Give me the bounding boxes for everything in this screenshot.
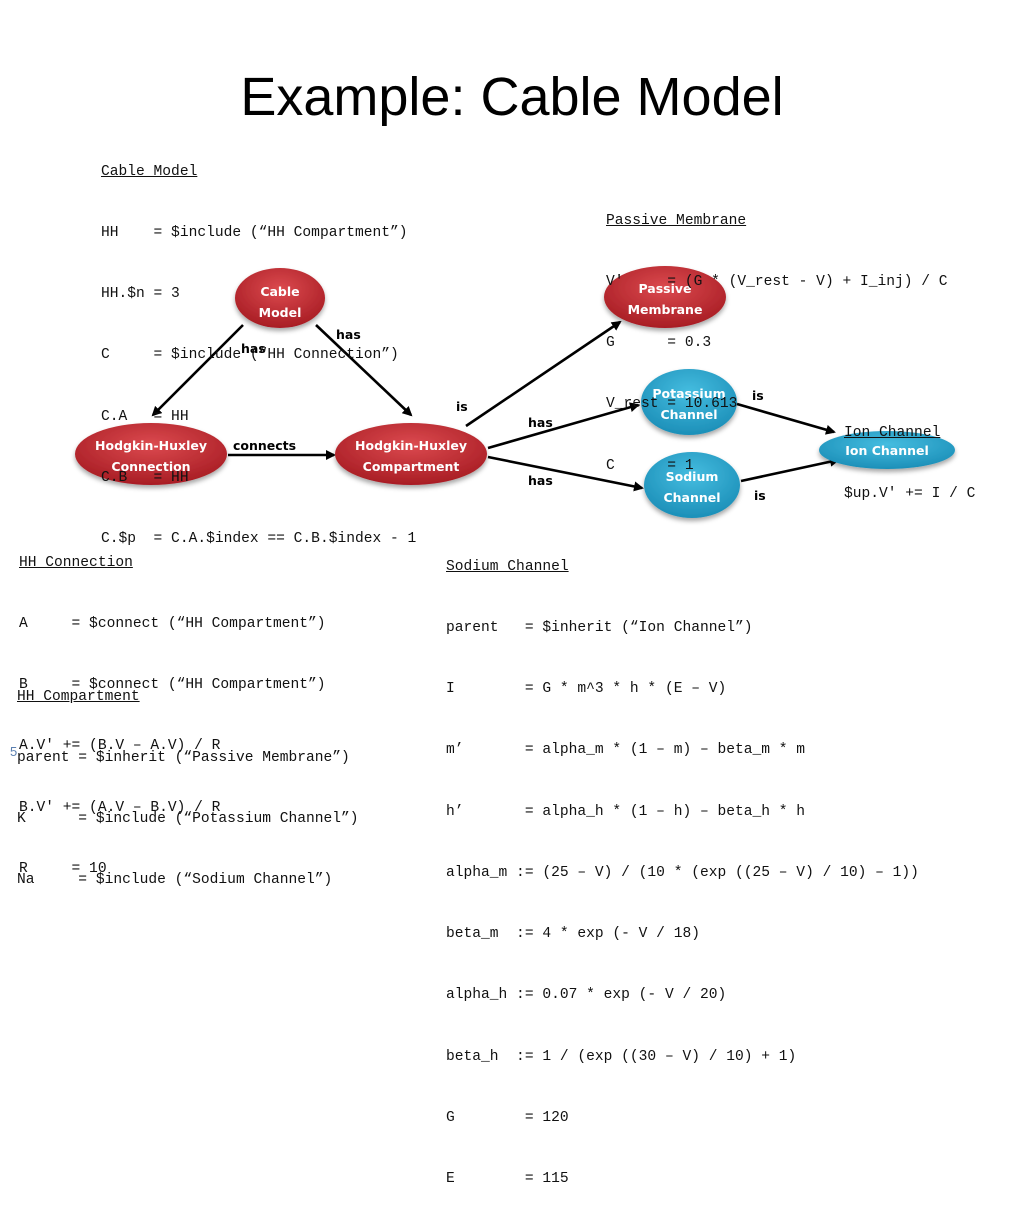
node-hh-compartment[interactable]: Hodgkin-Huxley Compartment: [335, 423, 487, 485]
node-ion-channel[interactable]: Ion Channel: [819, 431, 955, 469]
cable-model-diagram: has has connects is has has is is Cable …: [75, 266, 955, 518]
code-line: C.B = HH: [101, 469, 189, 486]
node-ion-channel-label: Ion Channel: [845, 443, 929, 458]
code-line: h’ = alpha_h * (1 – h) – beta_h * h: [446, 803, 806, 820]
code-line: parent = $inherit (“Ion Channel”): [446, 620, 753, 637]
node-hh-connection-line1: Hodgkin-Huxley: [95, 438, 207, 453]
edge-compartment-to-potassium: [487, 402, 640, 450]
node-potassium-channel-line2: Channel: [660, 407, 717, 422]
code-line: G = 120: [446, 1109, 569, 1126]
code-line: E = 115: [446, 1171, 569, 1187]
code-line: I = G * m^3 * h * (E – V): [446, 681, 727, 698]
code-header-passive-membrane: Passive Membrane: [606, 212, 747, 229]
code-line: C = 1: [606, 457, 694, 474]
code-header-hh-connection: HH Connection: [19, 554, 133, 571]
code-line: $up.V' += I / C: [844, 486, 976, 503]
code-block-passive-membrane: Passive Membrane V' = (G * (V_rest - V) …: [606, 170, 948, 497]
code-line: alpha_m := (25 – V) / (10 * (exp ((25 – …: [446, 864, 919, 881]
nodes: Cable Model Hodgkin-Huxley Connection Ho…: [75, 266, 955, 518]
node-passive-membrane-line1: Passive: [638, 281, 691, 296]
edges: [151, 320, 840, 492]
code-line: parent = $inherit (“Passive Membrane”): [17, 750, 350, 767]
edge-cable-to-compartment: [315, 324, 413, 417]
node-sodium-channel-line1: Sodium: [666, 469, 719, 484]
code-block-ion-channel: Ion Channel $up.V' += I / C: [844, 382, 975, 525]
page-number: 5: [10, 744, 18, 759]
code-line: C.$p = C.A.$index == C.B.$index - 1: [101, 531, 417, 548]
node-cable-model-line1: Cable: [260, 284, 299, 299]
edge-label-cable-to-compartment: has: [336, 327, 361, 342]
edge-label-compartment-to-potassium: has: [528, 415, 553, 430]
code-line: C.A = HH: [101, 408, 189, 425]
code-header-hh-compartment: HH Compartment: [17, 688, 140, 705]
code-line: A.V' += (B.V – A.V) / R: [19, 738, 221, 755]
node-sodium-channel[interactable]: Sodium Channel: [644, 452, 740, 518]
edge-label-compartment-to-passive: is: [456, 399, 468, 414]
code-header-ion-channel: Ion Channel: [844, 424, 941, 441]
node-sodium-channel-line2: Channel: [663, 490, 720, 505]
edge-cable-to-connection: [151, 324, 244, 417]
node-potassium-channel-line1: Potassium: [652, 386, 725, 401]
edge-compartment-to-passive: [465, 320, 622, 428]
node-potassium-channel[interactable]: Potassium Channel: [641, 369, 737, 435]
node-hh-compartment-line1: Hodgkin-Huxley: [355, 438, 467, 453]
edge-potassium-to-ion: [736, 402, 836, 435]
code-line: V_rest = 10.613: [606, 396, 738, 413]
node-hh-connection-line2: Connection: [111, 459, 190, 474]
node-hh-connection[interactable]: Hodgkin-Huxley Connection: [75, 423, 227, 485]
edge-labels: has has connects is has has is is: [233, 327, 766, 503]
edge-label-connection-to-compartment: connects: [233, 438, 296, 453]
code-line: beta_h := 1 / (exp ((30 – V) / 10) + 1): [446, 1048, 797, 1065]
code-line: alpha_h := 0.07 * exp (- V / 20): [446, 987, 727, 1004]
code-line: B = $connect (“HH Compartment”): [19, 677, 326, 694]
edge-sodium-to-ion: [740, 456, 840, 483]
code-line: Na = $include (“Sodium Channel”): [17, 872, 333, 889]
code-header-cable-model: Cable Model: [101, 163, 198, 180]
edge-label-sodium-to-ion: is: [754, 488, 766, 503]
code-line: m’ = alpha_m * (1 – m) – beta_m * m: [446, 742, 806, 759]
node-cable-model[interactable]: Cable Model: [235, 268, 325, 328]
code-block-cable-model: Cable Model HH = $include (“HH Compartme…: [101, 121, 416, 570]
code-header-sodium-channel: Sodium Channel: [446, 558, 569, 575]
node-cable-model-line2: Model: [259, 305, 302, 320]
node-hh-compartment-line2: Compartment: [363, 459, 460, 474]
code-line: K = $include (“Potassium Channel”): [17, 811, 359, 828]
code-line: V' = (G * (V_rest - V) + I_inj) / C: [606, 274, 948, 291]
slide-title: Example: Cable Model: [240, 67, 784, 127]
edge-label-cable-to-connection: has: [241, 341, 266, 356]
code-block-hh-compartment: HH Compartment parent = $inherit (“Passi…: [17, 646, 359, 911]
code-line: C = $include (“HH Connection”): [101, 347, 399, 364]
node-passive-membrane-line2: Membrane: [628, 302, 703, 317]
code-line: HH = $include (“HH Compartment”): [101, 225, 408, 242]
code-line: beta_m := 4 * exp (- V / 18): [446, 926, 700, 943]
edge-label-potassium-to-ion: is: [752, 388, 764, 403]
code-line: HH.$n = 3: [101, 286, 180, 303]
code-line: G = 0.3: [606, 335, 712, 352]
code-block-sodium-channel: Sodium Channel parent = $inherit (“Ion C…: [446, 516, 919, 1210]
edge-compartment-to-sodium: [487, 455, 644, 492]
code-line: A = $connect (“HH Compartment”): [19, 616, 326, 633]
node-passive-membrane[interactable]: Passive Membrane: [604, 266, 726, 328]
edge-label-compartment-to-sodium: has: [528, 473, 553, 488]
